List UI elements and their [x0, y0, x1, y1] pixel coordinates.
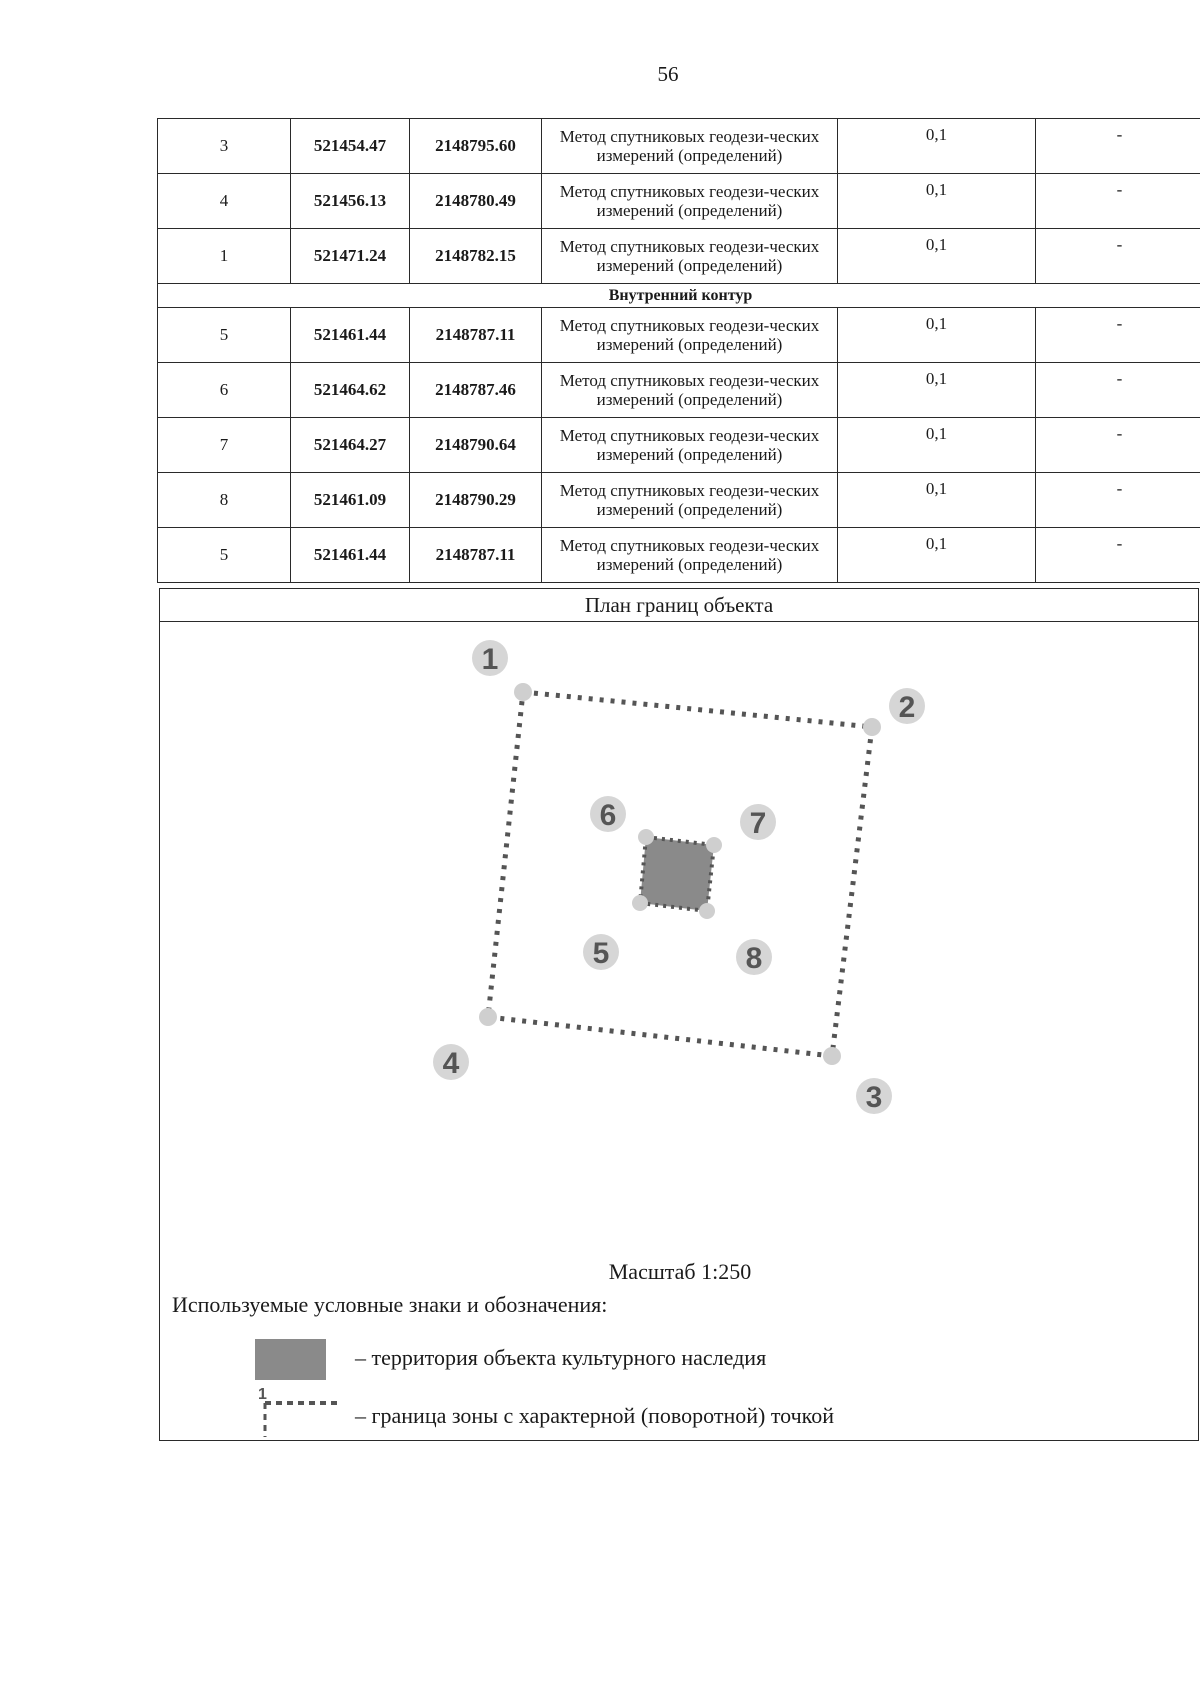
- corner-marker: [706, 837, 722, 853]
- point-label: 2: [899, 691, 916, 724]
- corner-marker: [638, 829, 654, 845]
- coord-y: 2148780.49: [409, 173, 542, 229]
- precision-cell: 0,1: [837, 173, 1036, 229]
- description-cell: -: [1035, 527, 1200, 583]
- precision-cell: 0,1: [837, 417, 1036, 473]
- point-label: 5: [593, 937, 610, 970]
- corner-marker: [863, 718, 881, 736]
- table-row: 7 521464.27 2148790.64 Метод спутниковых…: [157, 417, 1200, 473]
- coord-x: 521461.44: [290, 307, 410, 363]
- method-cell: Метод спутниковых геодези-ческих измерен…: [541, 472, 838, 528]
- method-cell: Метод спутниковых геодези-ческих измерен…: [541, 527, 838, 583]
- legend-title: Используемые условные знаки и обозначени…: [172, 1292, 608, 1317]
- coord-y: 2148790.64: [409, 417, 542, 473]
- description-cell: -: [1035, 417, 1200, 473]
- point-label: 4: [443, 1047, 460, 1080]
- table-row: 1 521471.24 2148782.15 Метод спутниковых…: [157, 228, 1200, 284]
- point-label: 7: [750, 807, 767, 840]
- coord-x: 521471.24: [290, 228, 410, 284]
- scale-label: Масштаб 1:250: [608, 1259, 752, 1284]
- description-cell: -: [1035, 173, 1200, 229]
- method-cell: Метод спутниковых геодези-ческих измерен…: [541, 362, 838, 418]
- point-number: 7: [157, 417, 291, 473]
- coord-y: 2148787.11: [409, 307, 542, 363]
- page-number: 56: [657, 62, 679, 86]
- corner-marker: [479, 1008, 497, 1026]
- table-row: 5 521461.44 2148787.11 Метод спутниковых…: [157, 527, 1200, 583]
- point-label: 1: [482, 643, 499, 676]
- table-row: 5 521461.44 2148787.11 Метод спутниковых…: [157, 307, 1200, 363]
- boundary-line-sample: 1: [258, 1386, 337, 1437]
- coord-y: 2148795.60: [409, 118, 542, 174]
- coord-x: 521464.62: [290, 362, 410, 418]
- method-cell: Метод спутниковых геодези-ческих измерен…: [541, 307, 838, 363]
- precision-cell: 0,1: [837, 228, 1036, 284]
- description-cell: -: [1035, 307, 1200, 363]
- coord-x: 521456.13: [290, 173, 410, 229]
- coord-y: 2148787.11: [409, 527, 542, 583]
- inner-contour-header: Внутренний контур: [157, 283, 1200, 308]
- precision-cell: 0,1: [837, 472, 1036, 528]
- section-row: Внутренний контур: [157, 283, 1200, 308]
- method-cell: Метод спутниковых геодези-ческих измерен…: [541, 228, 838, 284]
- precision-cell: 0,1: [837, 362, 1036, 418]
- heritage-territory: [637, 834, 717, 914]
- table-row: 4 521456.13 2148780.49 Метод спутниковых…: [157, 173, 1200, 229]
- description-cell: -: [1035, 362, 1200, 418]
- point-number: 8: [157, 472, 291, 528]
- table-row: 3 521454.47 2148795.60 Метод спутниковых…: [157, 118, 1200, 174]
- territory-swatch: [255, 1339, 326, 1380]
- coord-x: 521464.27: [290, 417, 410, 473]
- point-number: 4: [157, 173, 291, 229]
- sample-point-label: 1: [258, 1386, 267, 1403]
- point-label: 6: [600, 799, 617, 832]
- coord-y: 2148787.46: [409, 362, 542, 418]
- corner-marker: [514, 683, 532, 701]
- boundary-plan: План границ объекта 1 2 3 4 5 6: [159, 588, 1199, 1441]
- coord-x: 521461.09: [290, 472, 410, 528]
- coordinates-table: 3 521454.47 2148795.60 Метод спутниковых…: [157, 118, 1200, 583]
- precision-cell: 0,1: [837, 527, 1036, 583]
- coord-x: 521454.47: [290, 118, 410, 174]
- point-number: 5: [157, 527, 291, 583]
- table-row: 6 521464.62 2148787.46 Метод спутниковых…: [157, 362, 1200, 418]
- point-number: 5: [157, 307, 291, 363]
- coord-y: 2148790.29: [409, 472, 542, 528]
- description-cell: -: [1035, 118, 1200, 174]
- plan-drawing: 1 2 3 4 5 6 7 8: [433, 640, 925, 1114]
- point-number: 3: [157, 118, 291, 174]
- precision-cell: 0,1: [837, 118, 1036, 174]
- precision-cell: 0,1: [837, 307, 1036, 363]
- description-cell: -: [1035, 228, 1200, 284]
- point-number: 6: [157, 362, 291, 418]
- coord-x: 521461.44: [290, 527, 410, 583]
- method-cell: Метод спутниковых геодези-ческих измерен…: [541, 118, 838, 174]
- legend-text: – территория объекта культурного наследи…: [355, 1345, 767, 1370]
- point-label: 8: [746, 942, 763, 975]
- description-cell: -: [1035, 472, 1200, 528]
- point-number: 1: [157, 228, 291, 284]
- plan-title: План границ объекта: [160, 589, 1198, 622]
- point-label: 3: [866, 1081, 883, 1114]
- corner-marker: [823, 1047, 841, 1065]
- table-row: 8 521461.09 2148790.29 Метод спутниковых…: [157, 472, 1200, 528]
- method-cell: Метод спутниковых геодези-ческих измерен…: [541, 173, 838, 229]
- corner-marker: [699, 903, 715, 919]
- legend-text: – граница зоны с характерной (поворотной…: [355, 1403, 835, 1428]
- corner-marker: [632, 895, 648, 911]
- method-cell: Метод спутниковых геодези-ческих измерен…: [541, 417, 838, 473]
- coord-y: 2148782.15: [409, 228, 542, 284]
